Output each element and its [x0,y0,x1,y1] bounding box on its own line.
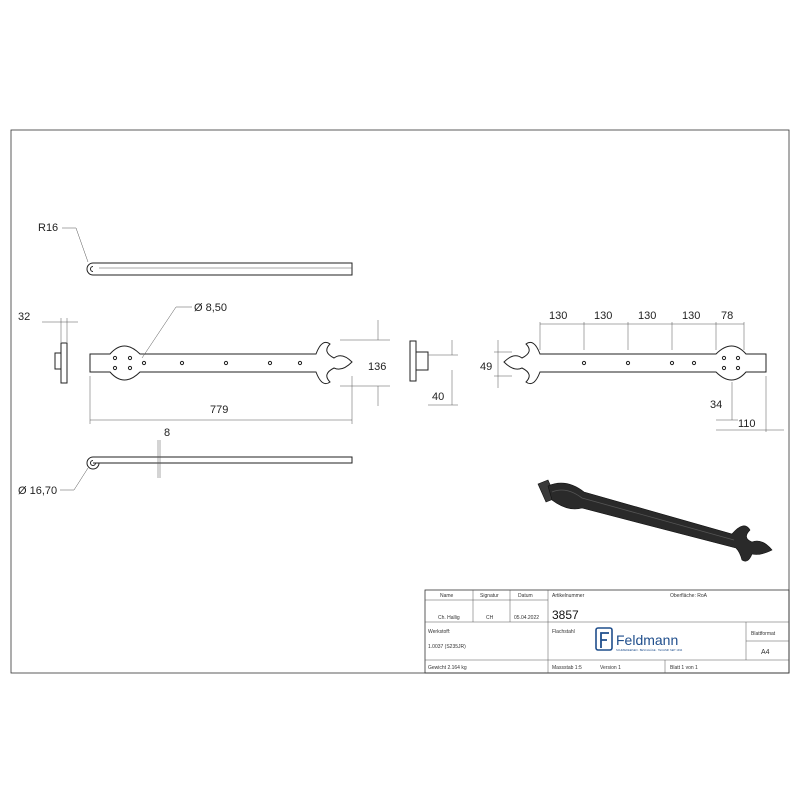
dim-pin: Ø 16,70 [18,485,57,497]
tb-sheet-format: A4 [761,649,770,656]
dim-spacing-5: 78 [721,310,733,322]
dim-offset: 8 [164,427,170,439]
dim-length: 779 [210,404,228,416]
tb-version: Version 1 [600,665,621,671]
title-block: Name Signatur Datum Ch. Hallig CH 05.04.… [424,589,790,674]
tb-weight: Gewicht 2.164 kg [428,665,467,671]
dim-spacing-3: 130 [638,310,656,322]
tb-scale: Massstab 1:5 [552,665,582,671]
dim-end-length: 110 [738,418,756,430]
isometric-render [537,479,773,562]
drawing-frame [10,129,790,674]
tb-col-name: Name [440,593,454,599]
tb-article-label: Artikelnummer [552,593,585,599]
tb-brand: Feldmann [616,632,678,648]
dim-spacing-1: 130 [549,310,567,322]
feldmann-logo-icon [595,627,613,651]
tb-col-signature: Signatur [480,593,499,599]
dim-spacing-2: 130 [594,310,612,322]
dim-hole: Ø 8,50 [194,302,227,314]
tb-material-label: Werkstoff: [428,629,450,635]
tb-signature: CH [486,615,494,621]
tb-name: Ch. Hallig [438,615,460,621]
tb-surface: Oberfläche: RoA [670,593,708,599]
tb-brand-tagline: SCHMIEDEEISEN · BESCHLÄGE · TECHNIK SEIT… [616,648,683,652]
side-view: 40 [409,340,458,406]
dim-thickness: 32 [18,311,30,323]
tb-date: 05.04.2022 [514,615,539,621]
top-view: R16 [38,222,353,276]
tb-description: Flachstahl [552,629,575,635]
dim-spacing-4: 130 [682,310,700,322]
tb-sheet: Blatt 1 von 1 [670,665,698,671]
bottom-view: 8 Ø 16,70 [18,427,353,497]
tb-col-date: Datum [518,593,533,599]
tb-material: 1.0037 (S235JR) [428,644,466,650]
tb-sheet-format-label: Blattformat [751,631,776,637]
dim-tip-height: 49 [480,361,492,373]
dim-edge-offset: 34 [710,399,722,411]
rear-view: 130 130 130 130 78 49 34 110 [480,310,784,432]
dim-height: 136 [368,361,386,373]
front-view: Ø 8,50 779 136 32 [18,302,390,424]
dim-radius: R16 [38,222,58,234]
tb-article-number: 3857 [552,608,579,622]
dim-eye-width: 40 [432,391,444,403]
